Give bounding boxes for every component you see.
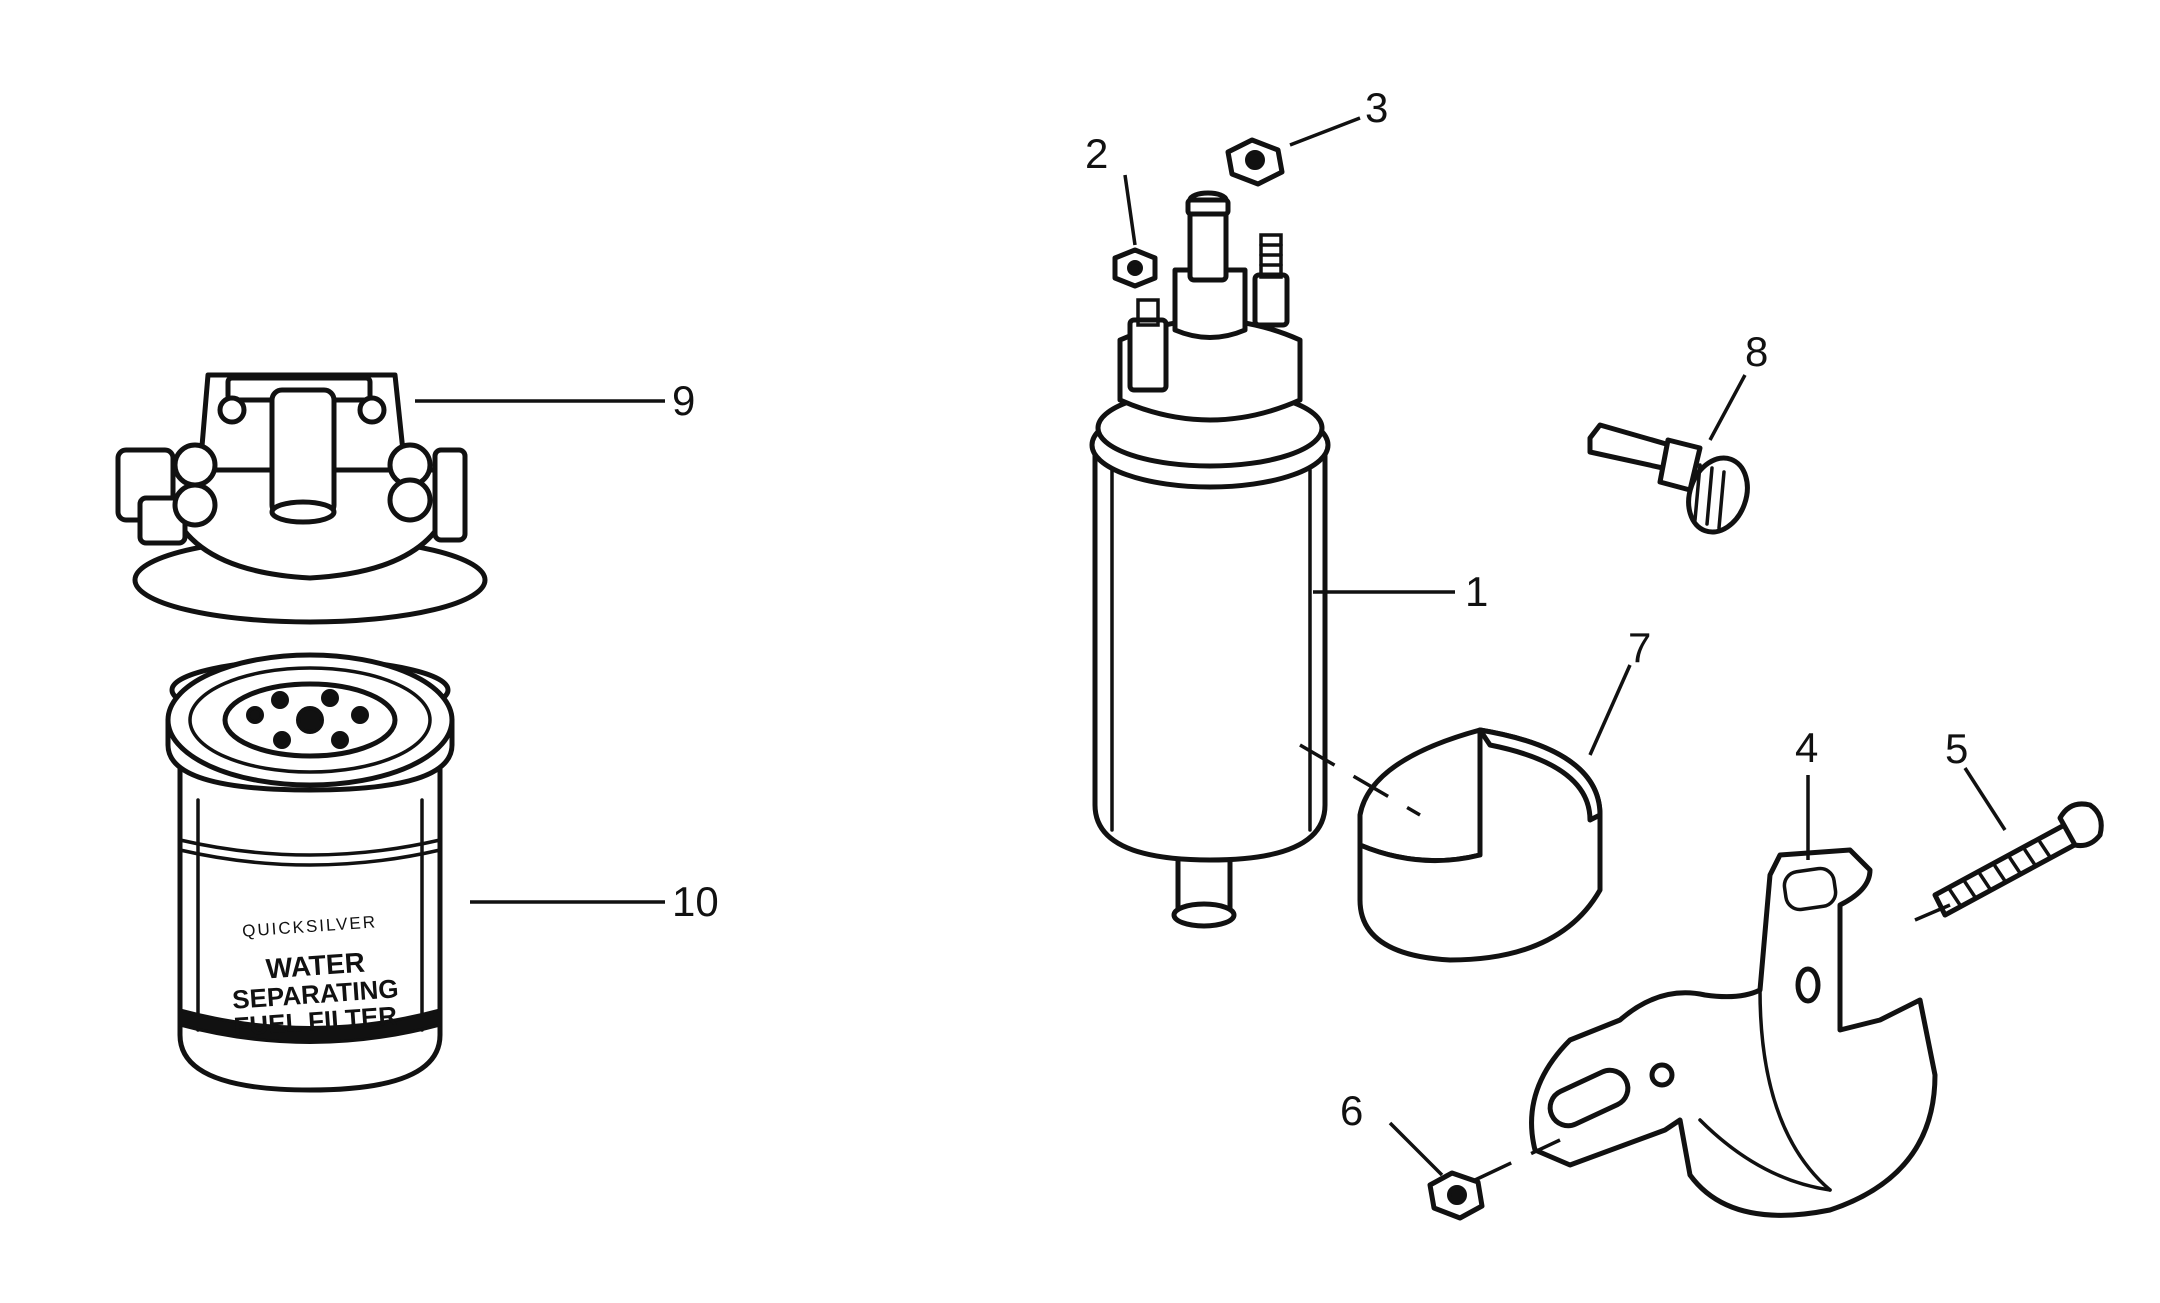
fuel-filter-part-10: QUICKSILVER WATER SEPARATING FUEL FILTER xyxy=(165,652,455,1093)
callout-9: 9 xyxy=(672,377,695,424)
callout-7: 7 xyxy=(1628,624,1651,671)
callout-1: 1 xyxy=(1465,568,1488,615)
callout-10: 10 xyxy=(672,878,719,925)
callout-2: 2 xyxy=(1085,130,1108,177)
callout-8: 8 xyxy=(1745,328,1768,375)
fitting-part-8 xyxy=(1587,422,1750,535)
callout-6: 6 xyxy=(1340,1087,1363,1134)
nut-part-6 xyxy=(1427,1170,1485,1221)
nut-part-3 xyxy=(1225,137,1285,187)
sleeve-part-7 xyxy=(1357,727,1603,963)
fuel-pump-part-1 xyxy=(1089,190,1331,929)
callout-4: 4 xyxy=(1795,724,1818,771)
screw-part-5 xyxy=(1932,801,2104,918)
leader-lines xyxy=(415,116,2007,1182)
nut-part-2 xyxy=(1112,247,1158,289)
filter-head-part-9 xyxy=(115,372,488,625)
callout-5: 5 xyxy=(1945,725,1968,772)
callout-3: 3 xyxy=(1365,84,1388,131)
filter-label-line-1: WATER xyxy=(265,947,366,985)
clamp-part-4 xyxy=(1529,847,1938,1218)
callout-numbers: 1 2 3 4 5 6 7 8 9 10 xyxy=(672,84,1968,1134)
